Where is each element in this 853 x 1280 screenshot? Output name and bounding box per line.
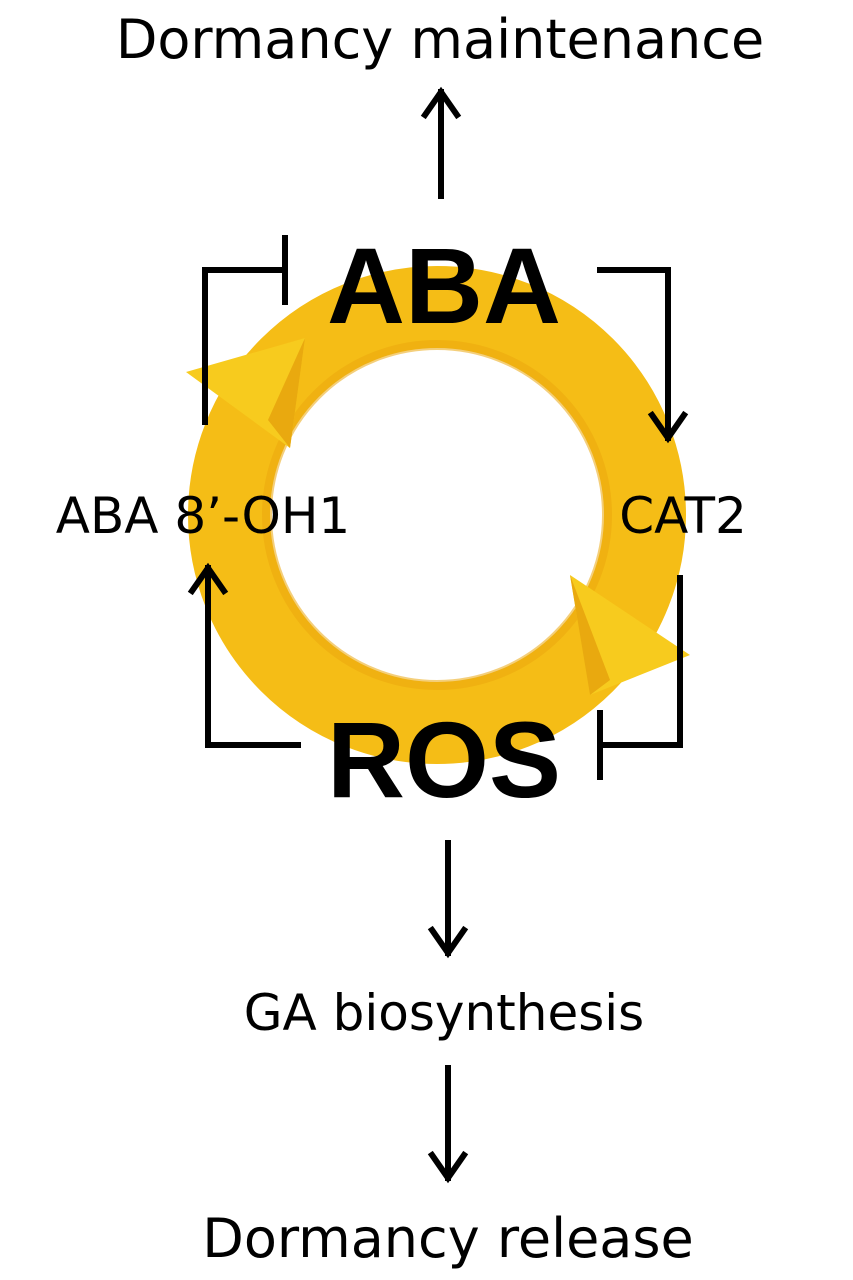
node-ros: ROS [327, 699, 561, 820]
edge-line [597, 267, 671, 441]
arrowhead-up-icon [187, 562, 229, 596]
edge-ros-to-ga-biosynthesis [427, 840, 469, 959]
node-ga-biosynthesis: GA biosynthesis [244, 984, 644, 1042]
edge-aba8oh1-inhibits-aba [202, 235, 288, 425]
edge-cat2-inhibits-ros [597, 575, 683, 780]
cycle-ring-body [188, 266, 686, 764]
node-dormancy-release: Dormancy release [202, 1207, 694, 1270]
arrowhead-down-icon [647, 410, 689, 444]
node-dormancy-maintenance: Dormancy maintenance [116, 8, 764, 71]
edge-aba-to-dormancy-maintenance [420, 86, 462, 199]
cycle-arrowhead-upper-left-shade [268, 338, 305, 448]
edge-line [597, 575, 683, 748]
cycle-arrowhead-lower-right-shade [570, 575, 610, 695]
arrowhead-down-icon [427, 925, 469, 959]
edge-line [205, 565, 301, 748]
edge-ga-to-dormancy-release [427, 1065, 469, 1184]
arrowhead-down-icon [427, 1150, 469, 1184]
node-aba: ABA [327, 225, 561, 346]
node-aba-8-oh1: ABA 8’-OH1 [56, 487, 351, 545]
edge-ros-to-aba8oh1 [187, 562, 301, 748]
edge-aba-to-cat2 [597, 267, 689, 444]
cycle-ring-inner-shade [262, 340, 612, 690]
node-cat2: CAT2 [619, 487, 747, 545]
arrowhead-up-icon [420, 86, 462, 120]
edge-line [202, 267, 288, 425]
feedback-cycle-ring [186, 266, 690, 764]
